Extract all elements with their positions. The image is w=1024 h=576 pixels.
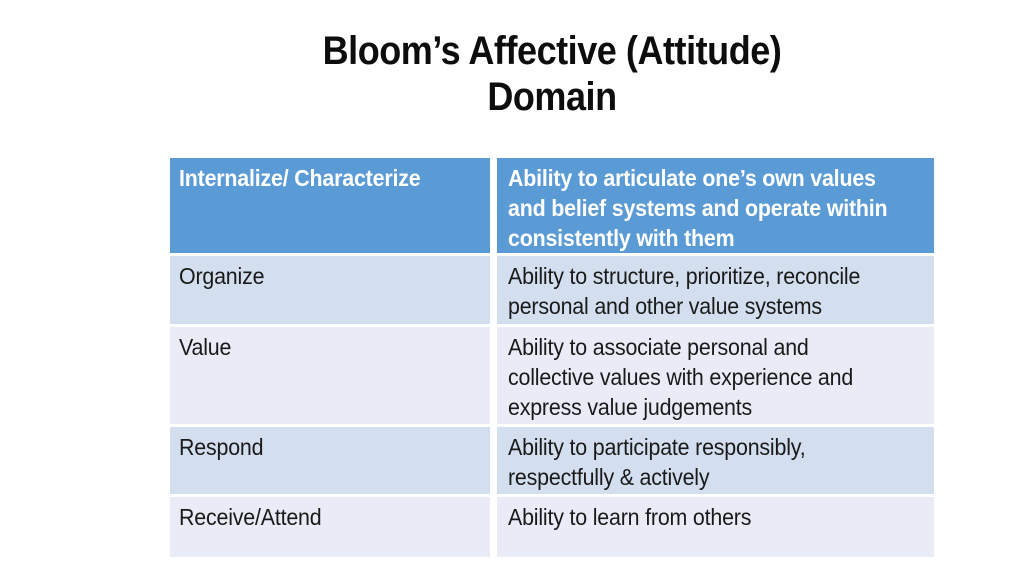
table-row-receive-description-text: Ability to learn from others	[508, 504, 752, 530]
table-row-receive-level-text: Receive/Attend	[179, 504, 322, 530]
table-row-organize-level-cell: Organize	[170, 256, 490, 324]
table-row-respond-level-text: Respond	[179, 434, 264, 460]
table-header-description-cell: Ability to articulate one’s own values a…	[497, 158, 934, 253]
table-header-level-text: Internalize/ Characterize	[179, 165, 421, 191]
table-header-description-text: Ability to articulate one’s own values a…	[508, 165, 888, 251]
table-row-receive-description-cell: Ability to learn from others	[497, 497, 934, 557]
affective-domain-table: Internalize/ Characterize Ability to art…	[170, 158, 934, 557]
slide-title-line-2: Domain	[487, 75, 617, 119]
table-row-value-description-cell: Ability to associate personal and collec…	[497, 327, 934, 424]
table-row-receive-level-cell: Receive/Attend	[170, 497, 490, 557]
slide-title-line-1: Bloom’s Affective (Attitude)	[322, 29, 782, 73]
table-row-organize-description-text: Ability to structure, prioritize, reconc…	[508, 263, 861, 319]
table-row-value-level-cell: Value	[170, 327, 490, 424]
table-header-level-cell: Internalize/ Characterize	[170, 158, 490, 253]
table-row-respond-description-cell: Ability to participate responsibly, resp…	[497, 427, 934, 494]
table-row-respond-description-text: Ability to participate responsibly, resp…	[508, 434, 806, 490]
table-row-respond-level-cell: Respond	[170, 427, 490, 494]
table-row-value-level-text: Value	[179, 334, 232, 360]
slide-title: Bloom’s Affective (Attitude) Domain	[208, 28, 896, 120]
table-row-organize-level-text: Organize	[179, 263, 265, 289]
table-row-organize-description-cell: Ability to structure, prioritize, reconc…	[497, 256, 934, 324]
table-row-value-description-text: Ability to associate personal and collec…	[508, 334, 854, 420]
